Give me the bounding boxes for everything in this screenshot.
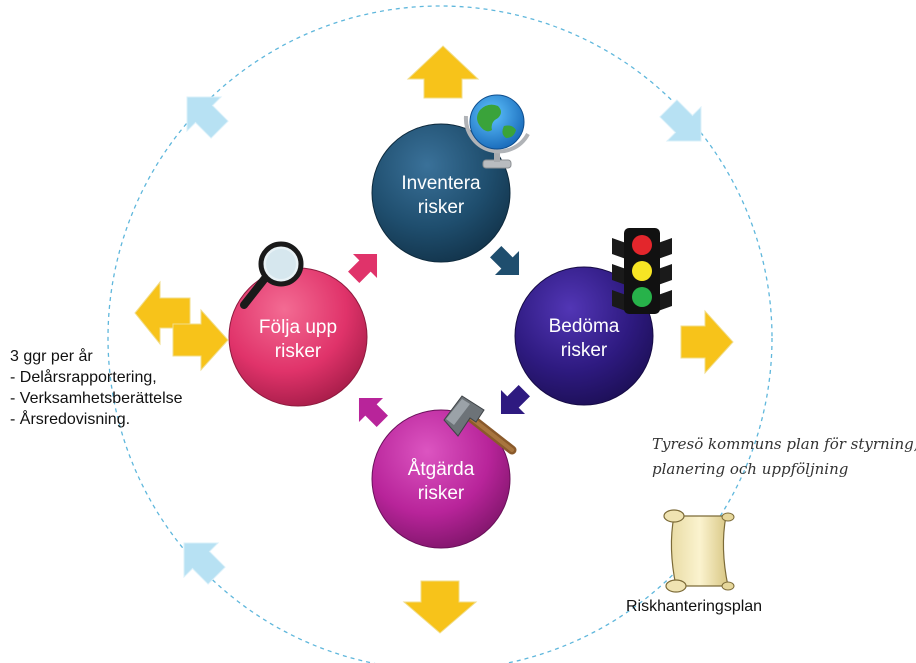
cycle-dashed-circle [107, 5, 773, 663]
scroll-icon [663, 509, 735, 593]
plan-caption: Tyresö kommuns plan för styrning, planer… [652, 432, 916, 482]
node-bedoma-label-line1: Bedöma [549, 316, 620, 337]
cycle-arrow-folja-to-inventera [348, 253, 378, 283]
reporting-note-line: - Verksamhetsberättelse [10, 390, 183, 407]
cycle-arrow-atgarda-to-folja [358, 397, 388, 427]
outer-arrow-up [406, 45, 480, 99]
reporting-note: 3 ggr per år - Delårsrapportering, - Ver… [10, 346, 183, 430]
traffic-light-icon [612, 228, 672, 314]
reporting-note-line: - Årsredovisning. [10, 411, 131, 428]
node-bedoma-label-line2: risker [561, 340, 608, 361]
node-folja-label-line1: Följa upp [259, 317, 337, 338]
node-atgarda-label-line1: Åtgärda [408, 459, 475, 480]
plan-caption-line: Tyresö kommuns plan för styrning, [652, 435, 916, 453]
node-folja-label-line2: risker [275, 341, 322, 362]
corner-arrow-top-right [659, 99, 702, 142]
reporting-note-line: 3 ggr per år [10, 348, 93, 365]
plan-caption-line: planering och uppföljning [652, 460, 849, 478]
node-inventera-label-line1: Inventera [401, 173, 481, 194]
cycle-arrow-inventera-to-bedoma [490, 246, 520, 276]
corner-arrow-top-left [186, 96, 229, 139]
node-inventera: Inventera risker [371, 123, 511, 263]
outer-arrow-left-pair [134, 280, 229, 372]
node-folja: Följa upp risker [228, 267, 368, 407]
document-label: Riskhanteringsplan [626, 598, 763, 615]
outer-arrow-right [680, 309, 734, 375]
node-inventera-label-line2: risker [418, 197, 465, 218]
globe-icon [463, 94, 530, 169]
corner-arrow-bottom-left [183, 542, 226, 585]
hammer-icon [443, 395, 517, 455]
outer-arrow-down [402, 580, 478, 634]
reporting-note-line: - Delårsrapportering, [10, 369, 157, 386]
magnifier-icon [240, 241, 304, 309]
node-atgarda: Åtgärda risker [371, 409, 511, 549]
node-atgarda-label-line2: risker [418, 483, 465, 504]
cycle-arrow-bedoma-to-atgarda [500, 385, 530, 415]
